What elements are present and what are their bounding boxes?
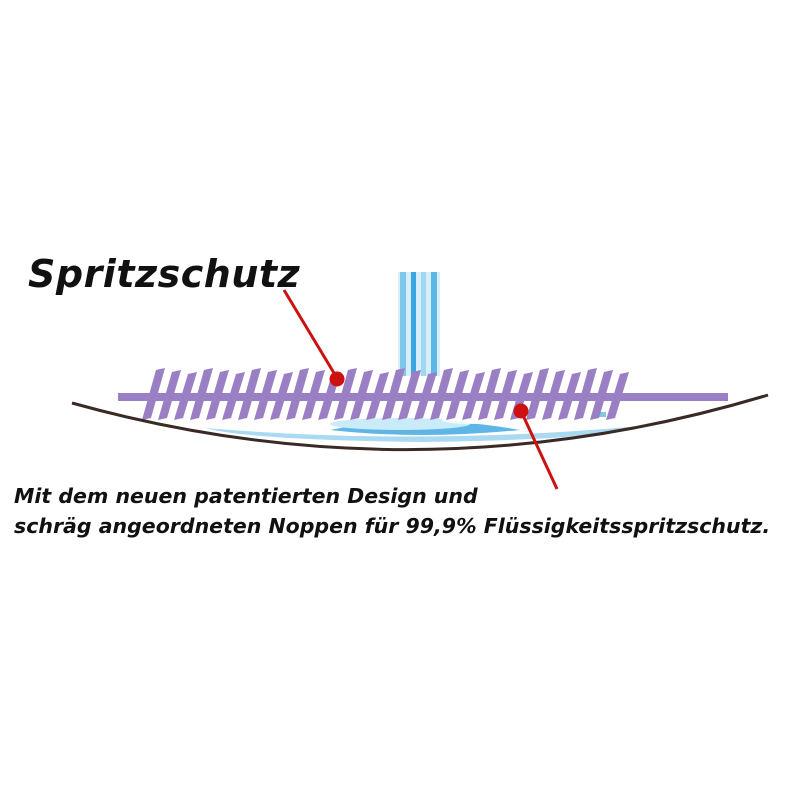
pointer-guard: [282, 289, 345, 387]
guard-nub: [414, 372, 437, 420]
guard-nub: [430, 368, 453, 420]
guard-nub: [382, 368, 405, 420]
guard-nub: [526, 368, 549, 420]
caption-line-1: Mit dem neuen patentierten Design und: [14, 484, 478, 508]
guard-nub: [350, 370, 373, 420]
guard-nub: [270, 372, 293, 420]
guard-nub: [190, 368, 213, 420]
guard-nub: [334, 368, 357, 420]
guard-nub: [446, 370, 469, 420]
guard-nub: [286, 368, 309, 420]
guard-nub: [462, 372, 485, 420]
guard-nub: [590, 370, 613, 420]
diagram-label: Spritzschutz: [28, 252, 301, 296]
guard-nub: [206, 370, 229, 420]
spray-guard-nubs: [118, 368, 728, 420]
guard-nub: [558, 372, 581, 420]
guard-nub: [142, 368, 165, 420]
guard-nub: [542, 370, 565, 420]
guard-nub: [574, 368, 597, 420]
guard-nub: [398, 370, 421, 420]
guard-nub: [238, 368, 261, 420]
guard-nub: [174, 372, 197, 420]
pointer-nubs: [513, 403, 559, 490]
guard-nub: [366, 372, 389, 420]
guard-nub: [254, 370, 277, 420]
guard-nub: [222, 372, 245, 420]
guard-nub: [494, 370, 517, 420]
caption-line-2: schräg angeordneten Noppen für 99,9% Flü…: [14, 514, 771, 538]
guard-nub: [158, 370, 181, 420]
guard-nub: [302, 370, 325, 420]
water-stream: [398, 272, 440, 376]
diagram-caption: Mit dem neuen patentierten Design und sc…: [14, 481, 770, 541]
bowl-outline: [71, 393, 769, 452]
guard-nub: [606, 372, 629, 420]
water-pool: [205, 412, 640, 442]
guard-nub: [478, 368, 501, 420]
